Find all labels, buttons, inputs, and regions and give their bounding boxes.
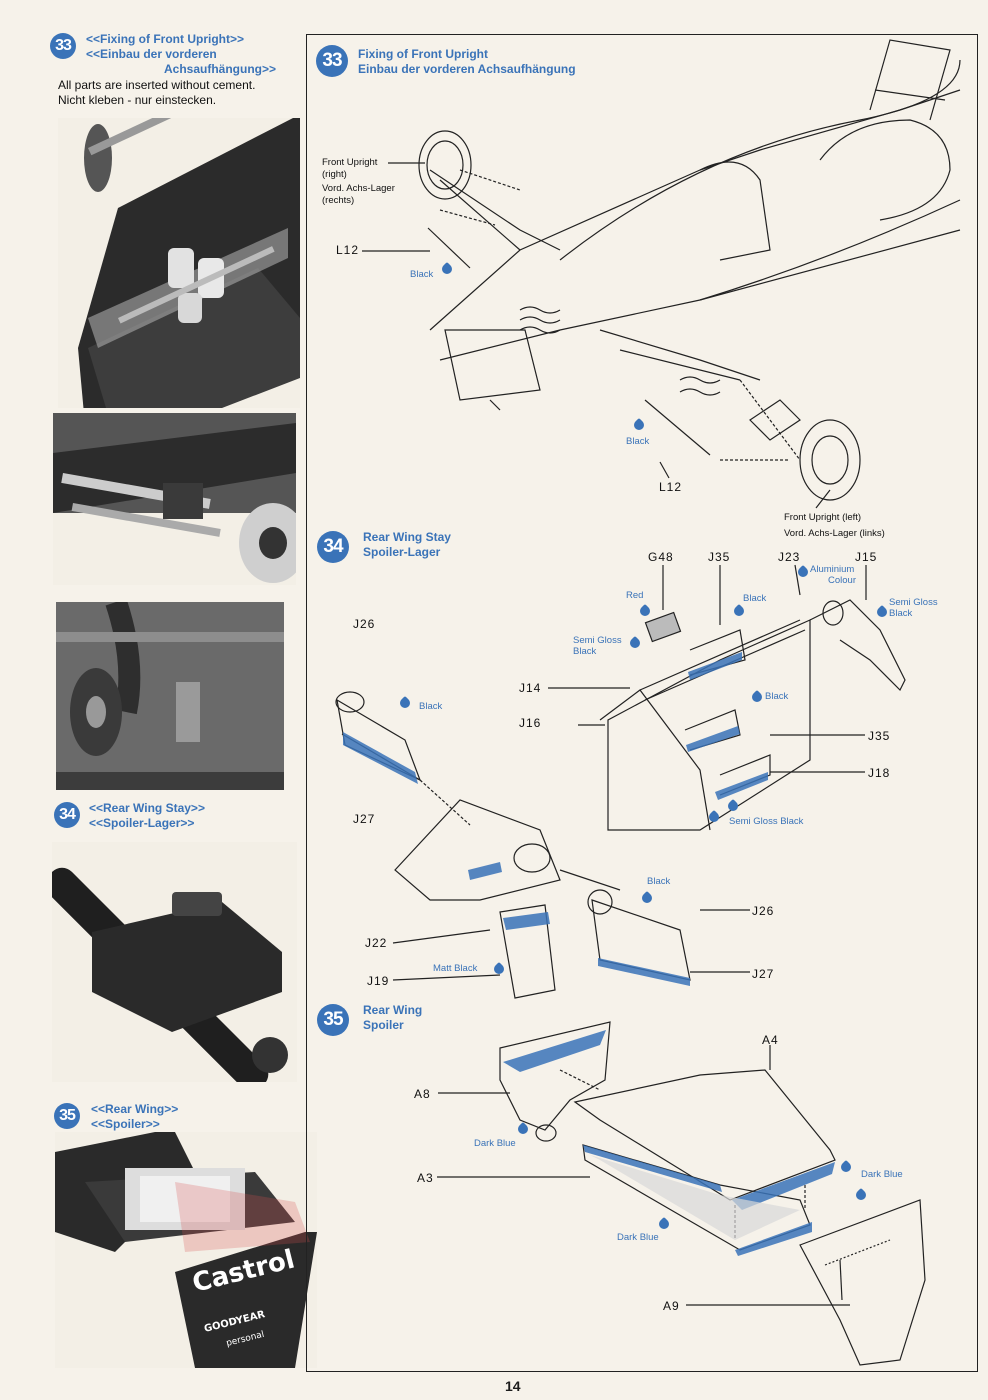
- part-j26a-label: J26: [353, 617, 376, 631]
- step-34-title-de: <<Spoiler-Lager>>: [89, 816, 195, 830]
- upright-assembly-photo: [56, 602, 284, 790]
- color-dark-blue-2-label: Dark Blue: [861, 1169, 903, 1180]
- step-33-badge: 33: [50, 33, 76, 59]
- color-black-d-label: Black: [647, 876, 671, 887]
- part-j19-label: J19: [367, 974, 390, 988]
- color-black-b-label: Black: [765, 691, 789, 702]
- step-35-main-badge: 35: [317, 1004, 349, 1036]
- step-33-main-title-de: Einbau der vorderen Achsaufhängung: [358, 62, 576, 76]
- step-33-main-title-en: Fixing of Front Upright: [358, 47, 488, 61]
- part-j26b-label: J26: [752, 904, 775, 918]
- part-j35b-label: J35: [868, 729, 891, 743]
- step-35-main-title-en: Rear Wing: [363, 1003, 423, 1017]
- part-a9-label: A9: [663, 1299, 680, 1313]
- color-aluminium-label: Aluminium: [810, 564, 855, 575]
- step-33-note-en: All parts are inserted without cement.: [58, 78, 256, 92]
- part-j35a-label: J35: [708, 550, 731, 564]
- color-semi-gloss-1-label: Semi Gloss: [889, 597, 938, 608]
- part-j14-label: J14: [519, 681, 542, 695]
- rear-wing-photo: Castrol GOODYEAR personal: [55, 1132, 317, 1368]
- part-j27b-label: J27: [752, 967, 775, 981]
- step-35-title-en: <<Rear Wing>>: [91, 1102, 179, 1116]
- step-33-title-de-2: Achsaufhängung>>: [164, 62, 277, 76]
- step-33-title-en: <<Fixing of Front Upright>>: [86, 32, 245, 46]
- color-red-label: Red: [626, 590, 644, 601]
- step-34-main-title-de: Spoiler-Lager: [363, 545, 441, 559]
- step-34-main-badge: 34: [317, 531, 349, 563]
- part-j22-label: J22: [365, 936, 388, 950]
- color-black-label-1: Black: [410, 269, 434, 280]
- front-upright-right-label-2: (right): [322, 169, 347, 180]
- color-black-c-label: Black: [419, 701, 443, 712]
- color-black-label-2: Black: [626, 436, 650, 447]
- wing-stay-photo: [52, 842, 297, 1082]
- front-upright-right-label-4: (rechts): [322, 195, 355, 206]
- step-34-badge: 34: [54, 802, 80, 828]
- color-semi-gloss-1b-label: Black: [889, 608, 913, 619]
- color-matt-black-label: Matt Black: [433, 963, 478, 974]
- step-35-title-de: <<Spoiler>>: [91, 1117, 160, 1131]
- part-g48-label: G48: [648, 550, 674, 564]
- part-a3-label: A3: [417, 1171, 434, 1185]
- front-suspension-photo: [58, 118, 300, 408]
- step-35-badge: 35: [54, 1103, 80, 1129]
- part-l12-label: L12: [336, 243, 360, 257]
- color-semi-gloss-2b-label: Black: [573, 646, 597, 657]
- color-dark-blue-1-label: Dark Blue: [474, 1138, 516, 1149]
- part-l12-b-label: L12: [659, 480, 683, 494]
- front-upright-left-label-1: Front Upright (left): [784, 512, 862, 523]
- step-33-title-de-1: <<Einbau der vorderen: [86, 47, 217, 61]
- part-j16-label: J16: [519, 716, 542, 730]
- part-j27a-label: J27: [353, 812, 376, 826]
- color-semi-gloss-black-label: Semi Gloss Black: [729, 816, 804, 827]
- color-black-a-label: Black: [743, 593, 767, 604]
- page-number: 14: [505, 1378, 521, 1394]
- instruction-frame: [306, 34, 978, 1372]
- front-upright-right-label-3: Vord. Achs-Lager: [322, 183, 395, 194]
- step-35-main-title-de: Spoiler: [363, 1018, 404, 1032]
- part-j18-label: J18: [868, 766, 891, 780]
- color-aluminium-label-2: Colour: [828, 575, 856, 586]
- suspension-detail-photo: [53, 413, 296, 585]
- front-upright-right-label-1: Front Upright: [322, 157, 378, 168]
- step-34-title-en: <<Rear Wing Stay>>: [89, 801, 205, 815]
- color-dark-blue-3-label: Dark Blue: [617, 1232, 659, 1243]
- part-j23-label: J23: [778, 550, 801, 564]
- part-a4-label: A4: [762, 1033, 779, 1047]
- step-33-main-badge: 33: [316, 45, 348, 77]
- step-34-main-title-en: Rear Wing Stay: [363, 530, 451, 544]
- step-33-note-de: Nicht kleben - nur einstecken.: [58, 93, 217, 107]
- part-a8-label: A8: [414, 1087, 431, 1101]
- part-j15-label: J15: [855, 550, 878, 564]
- front-upright-left-label-2: Vord. Achs-Lager (links): [784, 528, 885, 539]
- color-semi-gloss-2-label: Semi Gloss: [573, 635, 622, 646]
